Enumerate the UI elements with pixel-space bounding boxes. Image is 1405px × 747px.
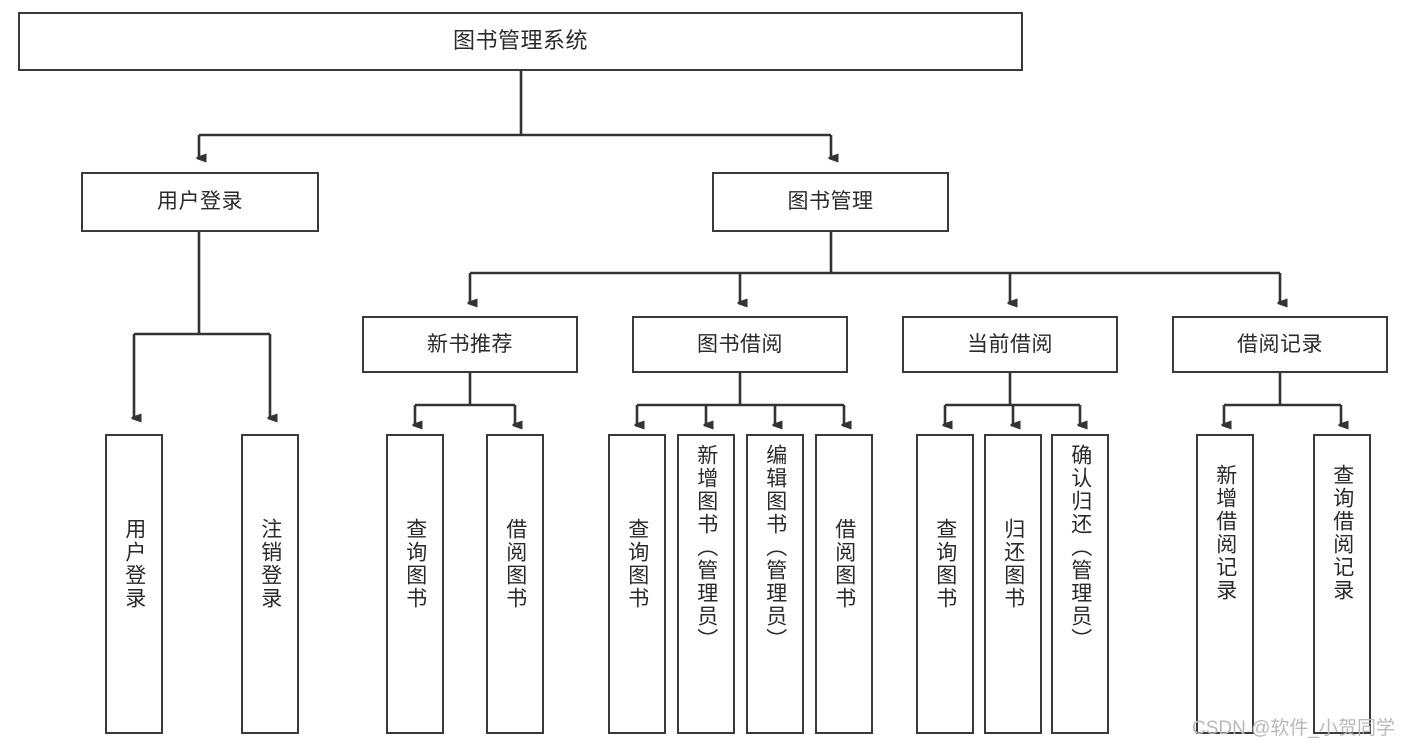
node-label: 归还图书 — [1001, 518, 1025, 610]
leaf-query-books-recommend[interactable]: 查询图书 — [386, 434, 444, 734]
node-root-book-management-system[interactable]: 图书管理系统 — [18, 12, 1023, 71]
node-label: 新增图书（管理员） — [694, 444, 718, 651]
leaf-borrow-books-recommend[interactable]: 借阅图书 — [486, 434, 544, 734]
node-label: 查询图书 — [403, 518, 427, 610]
node-label: 图书管理系统 — [452, 28, 588, 54]
node-new-book-recommend[interactable]: 新书推荐 — [362, 316, 578, 373]
node-label: 查询图书 — [625, 518, 649, 610]
node-current-borrow[interactable]: 当前借阅 — [902, 316, 1118, 373]
leaf-borrow-books[interactable]: 借阅图书 — [815, 434, 873, 734]
node-label: 查询借阅记录 — [1330, 464, 1354, 602]
node-label: 用户登录 — [157, 190, 243, 214]
node-user-login[interactable]: 用户登录 — [81, 172, 319, 232]
leaf-user-login[interactable]: 用户登录 — [105, 434, 163, 734]
leaf-return-books[interactable]: 归还图书 — [984, 434, 1042, 734]
csdn-watermark: CSDN @软件_小贺同学 — [1192, 718, 1395, 739]
node-label: 当前借阅 — [967, 332, 1053, 356]
leaf-query-borrow-record[interactable]: 查询借阅记录 — [1313, 434, 1371, 734]
node-label: 查询图书 — [933, 518, 957, 610]
node-label: 新书推荐 — [427, 332, 513, 356]
leaf-logout[interactable]: 注销登录 — [241, 434, 299, 734]
leaf-add-borrow-record[interactable]: 新增借阅记录 — [1196, 434, 1254, 734]
node-label: 图书管理 — [787, 190, 874, 214]
node-label: 用户登录 — [122, 518, 146, 610]
node-label: 编辑图书（管理员） — [763, 444, 787, 651]
node-label: 确认归还（管理员） — [1068, 444, 1092, 651]
node-label: 图书借阅 — [697, 332, 783, 356]
node-label: 借阅记录 — [1237, 332, 1323, 356]
leaf-add-book-admin[interactable]: 新增图书（管理员） — [677, 434, 735, 734]
node-borrow-record[interactable]: 借阅记录 — [1172, 316, 1388, 373]
leaf-confirm-return-admin[interactable]: 确认归还（管理员） — [1051, 434, 1109, 734]
leaf-query-books-current[interactable]: 查询图书 — [916, 434, 974, 734]
node-label: 借阅图书 — [503, 518, 527, 610]
leaf-query-books-borrow[interactable]: 查询图书 — [608, 434, 666, 734]
node-label: 注销登录 — [258, 518, 282, 610]
leaf-edit-book-admin[interactable]: 编辑图书（管理员） — [746, 434, 804, 734]
node-book-management[interactable]: 图书管理 — [712, 172, 949, 232]
node-book-borrow[interactable]: 图书借阅 — [632, 316, 848, 373]
node-label: 新增借阅记录 — [1213, 464, 1237, 602]
node-label: 借阅图书 — [832, 518, 856, 610]
